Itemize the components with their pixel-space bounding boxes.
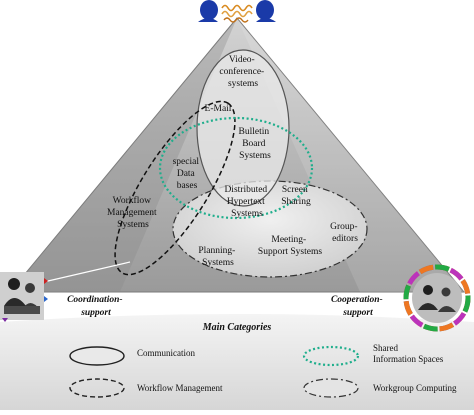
legend-communication-label: Communication [137,348,195,358]
screen-sharing-label: Screen Sharing [281,185,311,207]
meeting-support-label: Meeting- Support Systems [258,235,322,257]
workflow-management-region [114,100,236,276]
coordination-connector [34,261,131,285]
coordination-support-label: Coordination- support [67,295,125,318]
legend-workgroup-computing-label: Workgroup Computing [373,383,457,393]
planning-systems-label: Planning- Systems [198,246,237,268]
legend-shared-information-spaces-label: Shared Information Spaces [373,343,444,364]
legend-dashed-oval-icon [69,378,125,398]
distributed-hypertext-label: Distributed Hypertext Systems [224,185,269,219]
videoconference-label: Video- conference- systems [219,55,266,89]
shared-information-spaces-region [158,116,314,220]
communication-region [196,49,290,207]
legend-title: Main Categories [202,322,272,333]
legend-shared-information-spaces: Shared Information Spaces [302,343,444,367]
group-meeting-icon [0,272,48,322]
legend-communication: Communication [69,346,195,366]
legend-dashdot-oval-icon [303,378,359,398]
legend-dotted-oval-icon [302,345,360,367]
cooperation-support-label: Cooperation- support [331,295,385,318]
special-databases-label: special Data bases [173,157,202,191]
workflow-management-systems-label: Workflow Management Systems [107,195,159,230]
legend-workflow-management: Workflow Management [69,378,223,398]
group-editors-label: Group- editors [330,222,360,244]
email-label: E-Mail [205,104,232,114]
legend-solid-oval-icon [69,346,125,366]
colorful-team-wheel-icon [403,264,471,332]
legend-workflow-management-label: Workflow Management [137,383,223,393]
two-people-talking-icon [198,0,276,23]
legend-workgroup-computing: Workgroup Computing [303,378,457,398]
bulletin-board-label: Bulletin Board Systems [239,127,272,161]
